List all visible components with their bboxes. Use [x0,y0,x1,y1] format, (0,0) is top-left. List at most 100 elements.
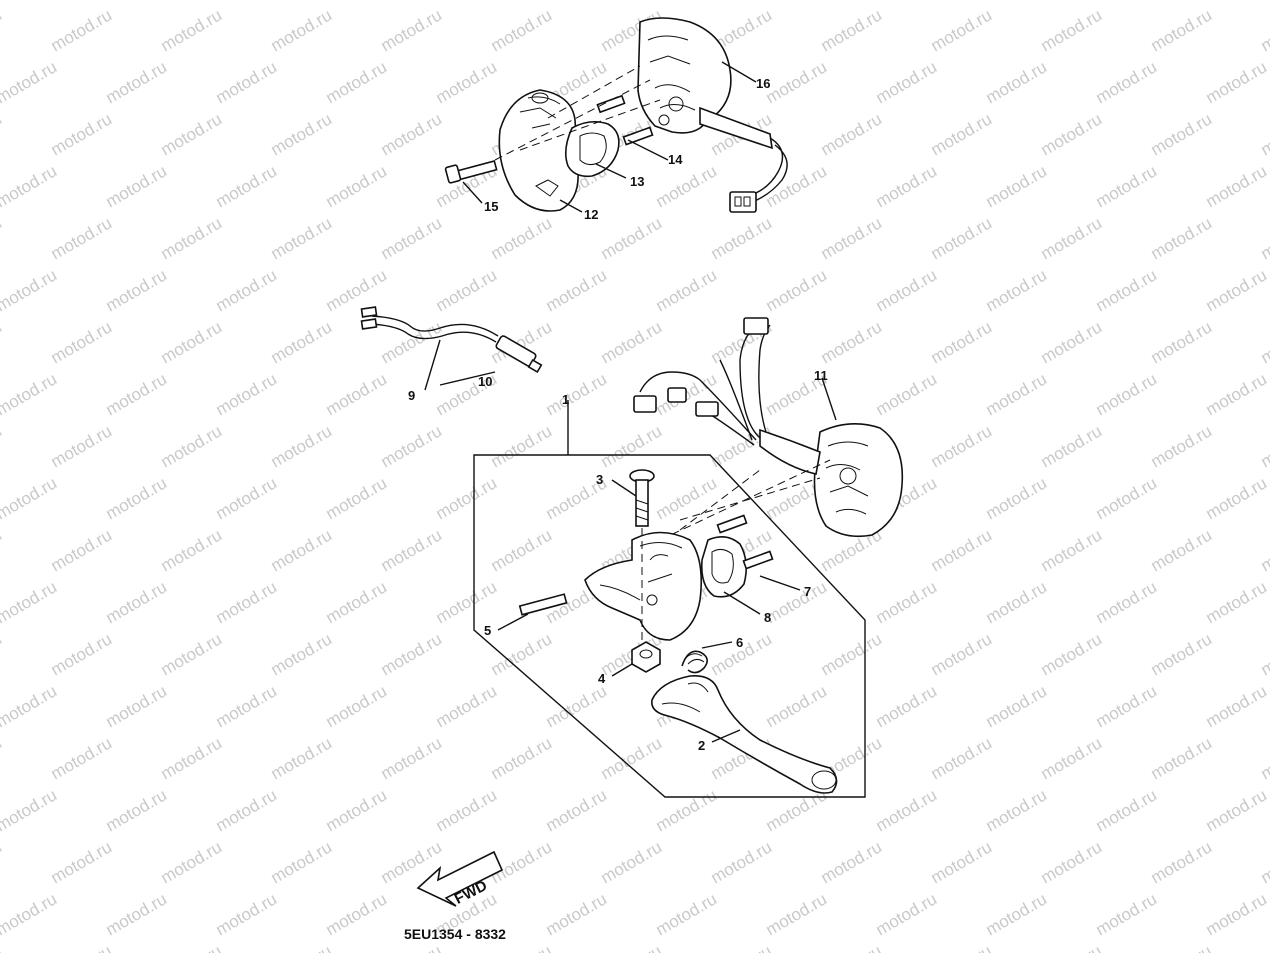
watermark-text: motod.ru [1148,109,1216,159]
watermark-text: motod.ru [433,577,501,627]
watermark-text: motod.ru [0,785,60,835]
watermark-text: motod.ru [0,161,60,211]
watermark-text: motod.ru [653,265,721,315]
wire-terminal-9b [360,318,378,330]
watermark-text: motod.ru [488,213,556,263]
adjuster-screw-5 [518,593,568,616]
watermark-text: motod.ru [598,421,666,471]
watermark-text: motod.ru [323,889,391,939]
watermark-text: motod.ru [1258,629,1270,679]
watermark-text: motod.ru [213,785,281,835]
watermark-text: motod.ru [1258,837,1270,887]
watermark-text: motod.ru [1258,109,1270,159]
connector-11b [633,395,657,413]
watermark-text: motod.ru [1148,213,1216,263]
watermark-text: motod.ru [433,785,501,835]
watermark-text: motod.ru [0,0,60,3]
watermark-text: motod.ru [818,109,886,159]
callout-5: 5 [484,623,491,638]
watermark-text: motod.ru [268,317,336,367]
connector-11d [695,401,719,417]
watermark-text: motod.ru [158,421,226,471]
watermark-text: motod.ru [928,421,996,471]
watermark-text: motod.ru [378,629,446,679]
watermark-text: motod.ru [48,317,116,367]
callouts: 1 2 3 4 5 6 7 8 9 10 11 12 13 14 15 16 [408,76,828,753]
watermark-text: motod.ru [213,473,281,523]
watermark-text: motod.ru [1093,577,1161,627]
watermark-text: motod.ru [818,629,886,679]
assembly-boundary-box [473,454,866,798]
watermark-text: motod.ru [1258,317,1270,367]
watermark-text: motod.ru [158,109,226,159]
watermark-text: motod.ru [873,57,941,107]
watermark-text: motod.ru [543,0,611,3]
callout-10: 10 [478,374,492,389]
watermark-text: motod.ru [268,213,336,263]
screw-7a [716,514,748,534]
watermark-text: motod.ru [213,57,281,107]
watermark-text: motod.ru [763,577,831,627]
watermark-text: motod.ru [1203,57,1270,107]
watermark-text: motod.ru [598,317,666,367]
watermark-text: motod.ru [48,525,116,575]
watermark-text: motod.ru [323,265,391,315]
screw-14a [596,94,626,114]
watermark-text: motod.ru [653,889,721,939]
watermark-text: motod.ru [708,941,776,953]
watermark-text: motod.ru [323,161,391,211]
screw-15 [444,159,498,184]
watermark-text: motod.ru [1038,5,1106,55]
watermark-text: motod.ru [433,0,501,3]
watermark-text: motod.ru [0,265,60,315]
watermark-text: motod.ru [1203,577,1270,627]
callout-12: 12 [584,207,598,222]
watermark-text: motod.ru [1038,525,1106,575]
callout-15: 15 [484,199,498,214]
upper-switch-assembly [444,17,788,213]
watermark-text: motod.ru [763,265,831,315]
watermark-text: motod.ru [103,265,171,315]
watermark-text: motod.ru [928,733,996,783]
watermark-text: motod.ru [983,681,1051,731]
watermark-text: motod.ru [268,525,336,575]
watermark-text: motod.ru [928,837,996,887]
watermark-text: motod.ru [763,0,831,3]
watermark-text: motod.ru [0,213,5,263]
watermark-text: motod.ru [488,5,556,55]
watermark-text: motod.ru [1038,837,1106,887]
watermark-text: motod.ru [268,837,336,887]
watermark-text: motod.ru [48,629,116,679]
watermark-text: motod.ru [928,317,996,367]
watermark-text: motod.ru [213,577,281,627]
watermark-text: motod.ru [1203,681,1270,731]
callout-8: 8 [764,610,771,625]
watermark-text: motod.ru [488,525,556,575]
watermark-text: motod.ru [213,161,281,211]
watermark-text: motod.ru [1148,837,1216,887]
callout-6: 6 [736,635,743,650]
watermark-text: motod.ru [378,421,446,471]
watermark-text: motod.ru [598,733,666,783]
lower-switch-assembly [633,317,904,541]
watermark-text: motod.ru [1038,213,1106,263]
watermark-text: motod.ru [323,369,391,419]
switch-cover-12 [498,89,579,212]
watermark-text: motod.ru [1258,213,1270,263]
switch-housing-16 [637,17,732,134]
watermark-text: motod.ru [1258,421,1270,471]
watermark-text: motod.ru [213,0,281,3]
watermark-text: motod.ru [0,369,60,419]
watermark-text: motod.ru [1148,5,1216,55]
watermark-text: motod.ru [268,733,336,783]
watermark-text: motod.ru [1038,109,1106,159]
screw-14b [622,126,654,146]
watermark-text: motod.ru [1203,785,1270,835]
watermark-text: motod.ru [873,681,941,731]
watermark-text: motod.ru [48,109,116,159]
watermark-text: motod.ru [378,5,446,55]
watermark-text: motod.ru [103,57,171,107]
watermark-text: motod.ru [48,733,116,783]
watermark-text: motod.ru [983,785,1051,835]
watermark-text: motod.ru [1093,681,1161,731]
